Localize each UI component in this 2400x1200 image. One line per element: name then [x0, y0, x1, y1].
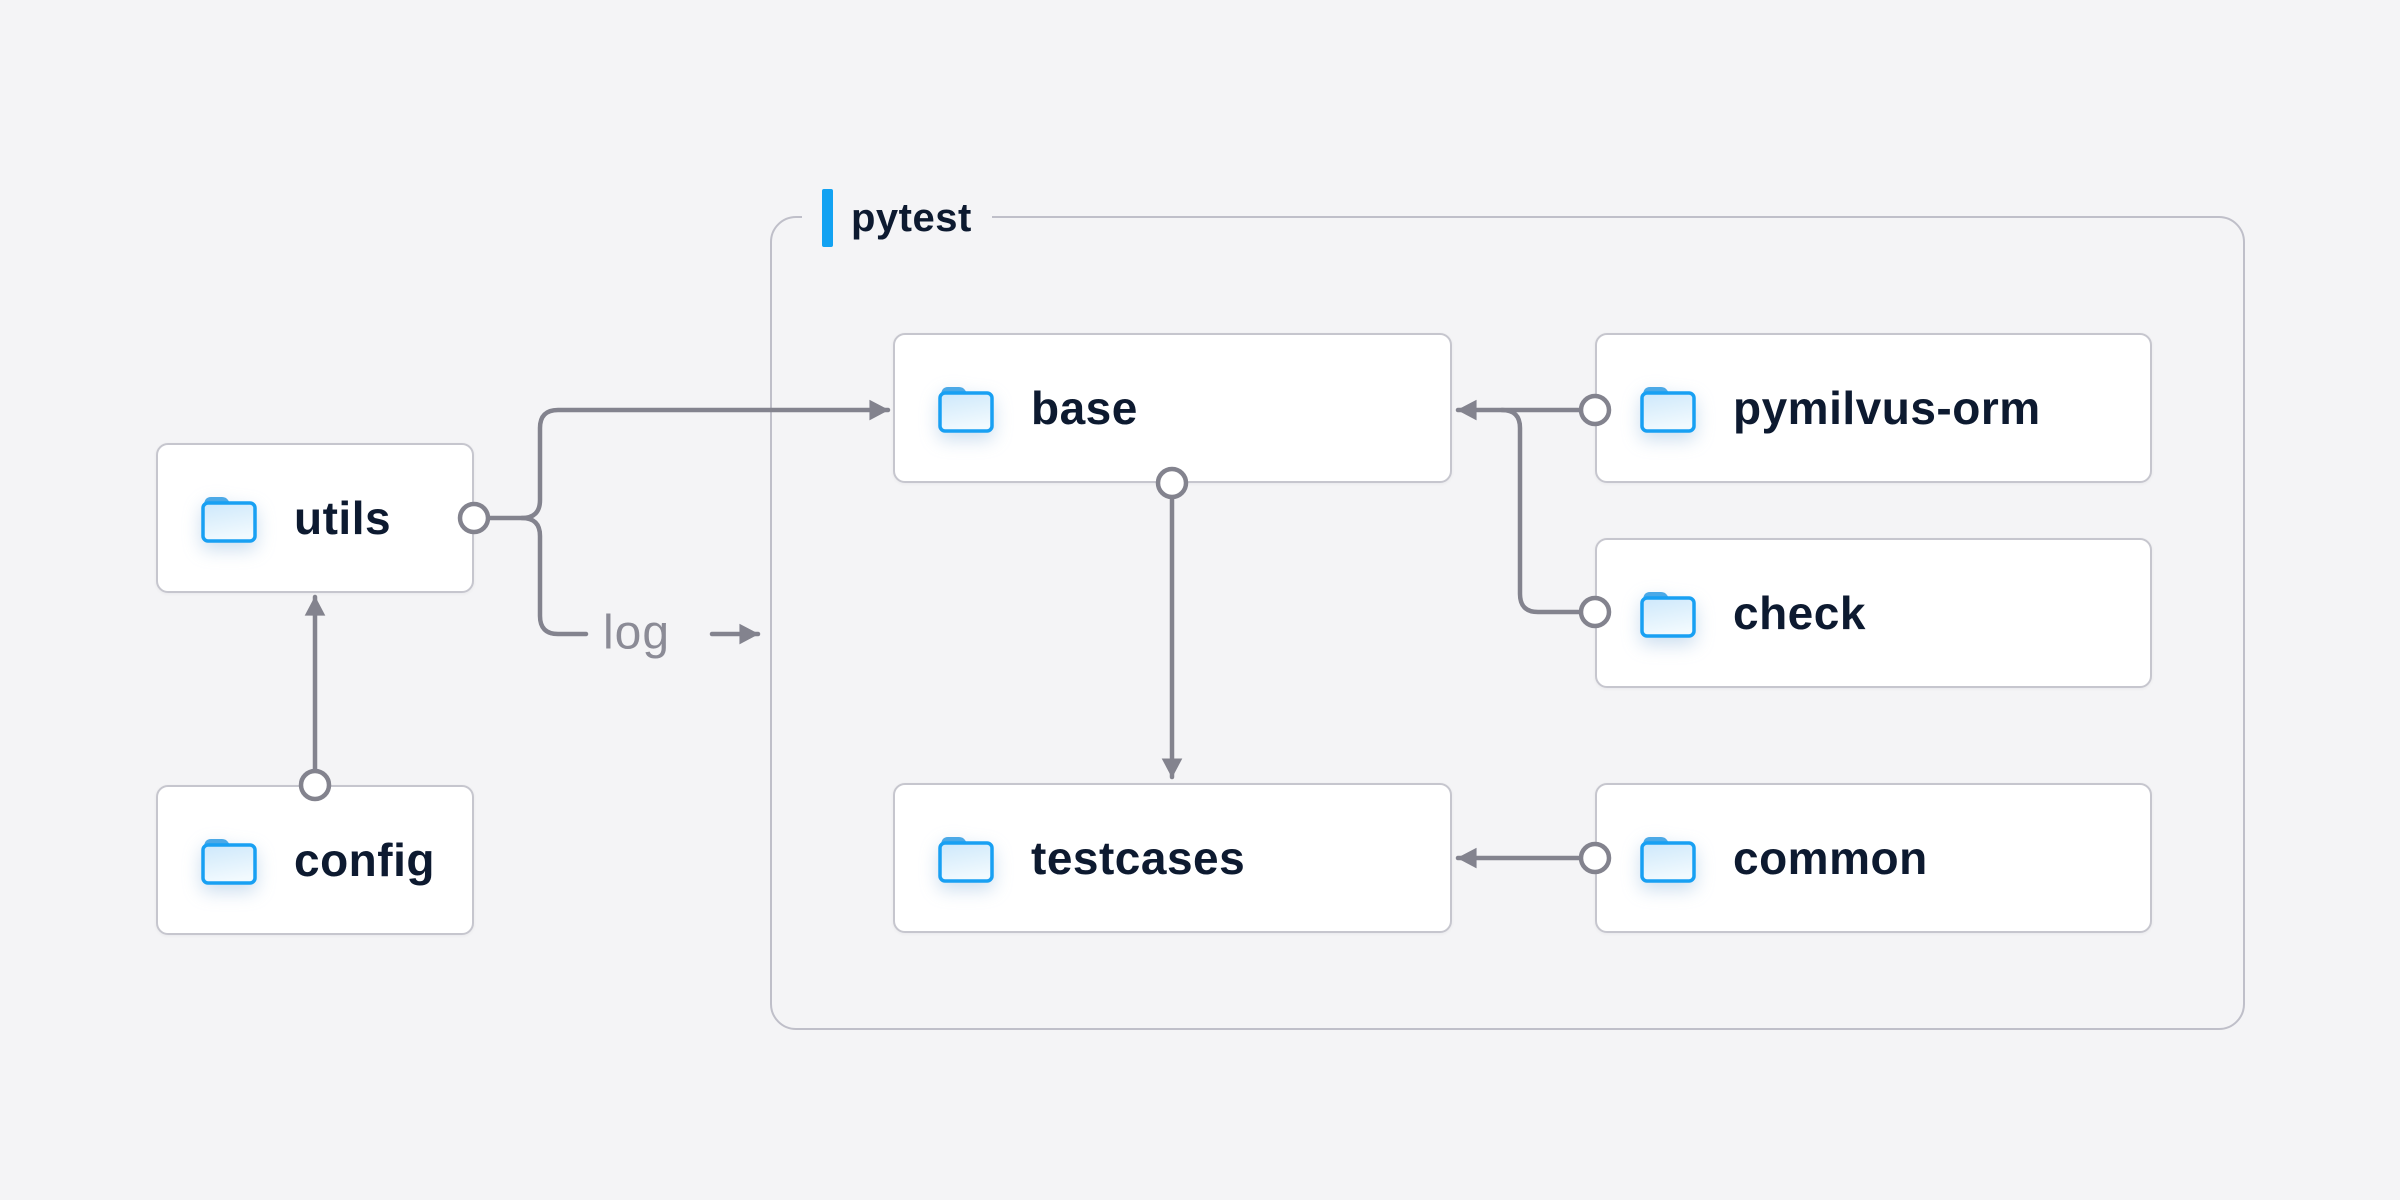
node-check: check — [1595, 538, 2152, 688]
pytest-group: pytest — [770, 189, 2245, 1030]
edge-utils-log-branch — [519, 515, 589, 637]
node-base: base — [893, 333, 1452, 483]
pytest-group-label: pytest — [802, 189, 992, 247]
folder-icon — [1637, 831, 1699, 885]
node-common: common — [1595, 783, 2152, 933]
node-label: utils — [294, 492, 392, 544]
accent-bar-icon — [822, 189, 833, 247]
folder-icon — [1637, 381, 1699, 435]
node-utils: utils — [156, 443, 474, 593]
folder-icon — [935, 381, 997, 435]
node-label: base — [1031, 382, 1138, 434]
node-label: check — [1733, 587, 1866, 639]
node-testcases: testcases — [893, 783, 1452, 933]
node-label: common — [1733, 832, 1928, 884]
folder-icon — [198, 833, 260, 887]
folder-icon — [935, 831, 997, 885]
node-label: config — [294, 834, 435, 886]
folder-icon — [198, 491, 260, 545]
log-edge-label: log — [603, 606, 671, 660]
node-pymilvus-orm: pymilvus-orm — [1595, 333, 2152, 483]
node-label: pymilvus-orm — [1733, 382, 2041, 434]
folder-icon — [1637, 586, 1699, 640]
group-title: pytest — [851, 195, 972, 240]
node-config: config — [156, 785, 474, 935]
node-label: testcases — [1031, 832, 1246, 884]
